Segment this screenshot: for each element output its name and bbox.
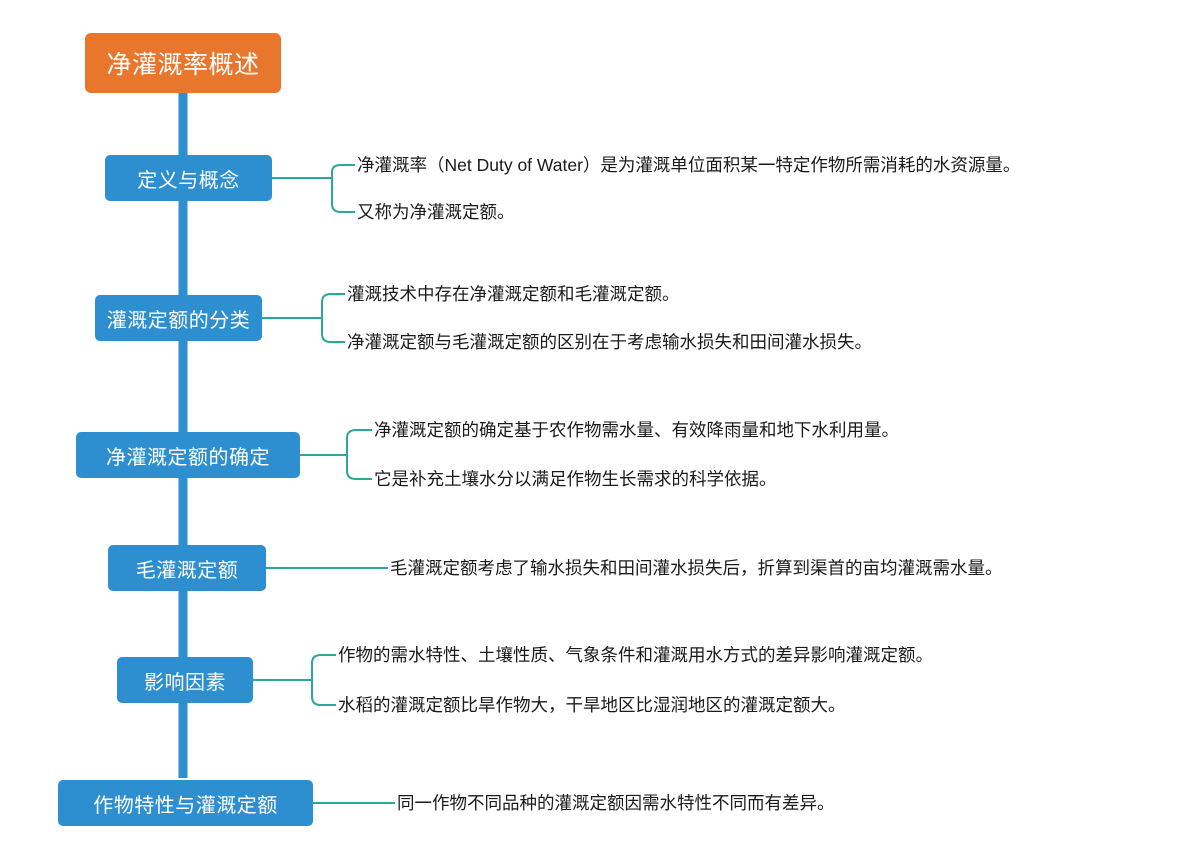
detail-text: 灌溉技术中存在净灌溉定额和毛灌溉定额。 bbox=[347, 284, 680, 304]
branch-node-net-quota-determination[interactable]: 净灌溉定额的确定 bbox=[76, 432, 300, 478]
detail-text: 净灌溉定额与毛灌溉定额的区别在于考虑输水损失和田间灌水损失。 bbox=[347, 332, 872, 352]
branch-node-label: 定义与概念 bbox=[137, 169, 240, 192]
branch-node-crop-traits[interactable]: 作物特性与灌溉定额 bbox=[58, 780, 313, 826]
detail-text: 作物的需水特性、土壤性质、气象条件和灌溉用水方式的差异影响灌溉定额。 bbox=[338, 645, 933, 665]
branch-node-classification[interactable]: 灌溉定额的分类 bbox=[95, 295, 262, 341]
detail-text: 毛灌溉定额考虑了输水损失和田间灌水损失后，折算到渠首的亩均灌溉需水量。 bbox=[390, 558, 1003, 578]
branch-2-detail-2-line bbox=[321, 318, 345, 343]
branch-node-definition[interactable]: 定义与概念 bbox=[105, 155, 272, 201]
root-node-label: 净灌溉率概述 bbox=[106, 51, 260, 79]
branch-node-label: 作物特性与灌溉定额 bbox=[93, 794, 278, 817]
detail-text: 净灌溉率（Net Duty of Water）是为灌溉单位面积某一特定作物所需消… bbox=[357, 155, 1021, 175]
branch-node-influencing-factors[interactable]: 影响因素 bbox=[117, 657, 253, 703]
detail-text: 净灌溉定额的确定基于农作物需水量、有效降雨量和地下水利用量。 bbox=[374, 420, 899, 440]
branch-node-label: 灌溉定额的分类 bbox=[106, 309, 251, 332]
branch-node-label: 净灌溉定额的确定 bbox=[106, 446, 270, 469]
branch-1-detail-2-line bbox=[331, 178, 355, 213]
root-node[interactable]: 净灌溉率概述 bbox=[85, 33, 281, 93]
branch-node-label: 影响因素 bbox=[144, 671, 226, 694]
branch-5-detail-2-line bbox=[311, 680, 336, 706]
detail-text: 它是补充土壤水分以满足作物生长需求的科学依据。 bbox=[374, 469, 777, 489]
branch-1-detail-1-line bbox=[331, 164, 355, 178]
branch-3-detail-1-line bbox=[346, 429, 372, 455]
branch-2-detail-1-line bbox=[321, 293, 345, 318]
detail-text: 同一作物不同品种的灌溉定额因需水特性不同而有差异。 bbox=[397, 793, 835, 813]
branch-3-detail-2-line bbox=[346, 455, 372, 480]
detail-text: 水稻的灌溉定额比旱作物大，干旱地区比湿润地区的灌溉定额大。 bbox=[338, 695, 846, 715]
branch-5-detail-1-line bbox=[311, 654, 336, 680]
branch-node-gross-quota[interactable]: 毛灌溉定额 bbox=[108, 545, 266, 591]
branch-node-label: 毛灌溉定额 bbox=[135, 559, 239, 582]
detail-text: 又称为净灌溉定额。 bbox=[357, 202, 515, 222]
